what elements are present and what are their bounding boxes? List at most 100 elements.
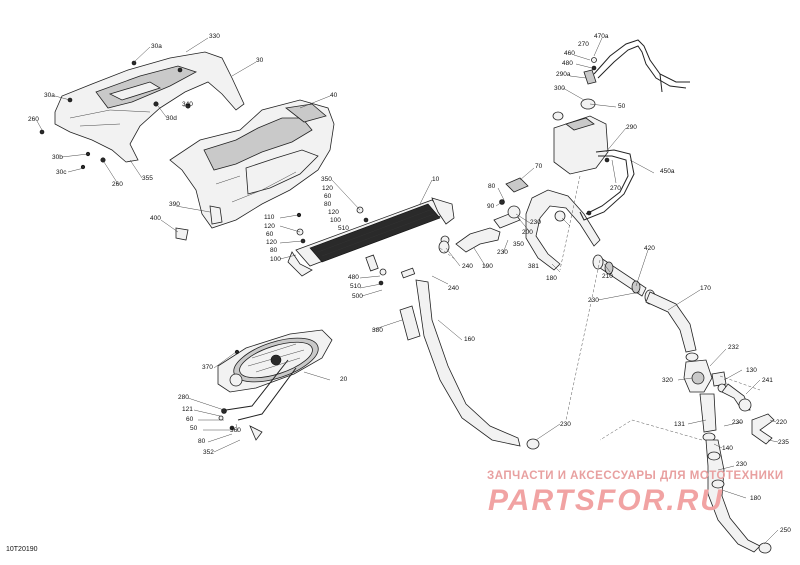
part-hose-160 — [415, 279, 540, 450]
callout: 270 — [610, 185, 621, 192]
callout: 170 — [700, 285, 711, 292]
callout: 120 — [266, 239, 277, 246]
callout: 330 — [209, 33, 220, 40]
callout: 30c — [56, 169, 67, 176]
callout: 290 — [626, 124, 637, 131]
callout: 300 — [554, 85, 565, 92]
watermark-logo: PARTSFOR.RU — [488, 484, 724, 517]
callout: 140 — [722, 445, 733, 452]
callout: 80 — [324, 201, 332, 208]
callout: 230 — [497, 249, 508, 256]
callout: 340 — [182, 101, 193, 108]
callout: 180 — [750, 495, 761, 502]
callout: 470a — [594, 33, 609, 40]
part-fan-shroud — [217, 329, 333, 441]
callout: 260 — [112, 181, 123, 188]
callout: 180 — [546, 275, 557, 282]
part-clips — [175, 205, 223, 241]
callout: 160 — [464, 336, 475, 343]
part-side-panel — [169, 99, 335, 229]
callout: 230 — [560, 421, 571, 428]
callout: 352 — [203, 449, 214, 456]
callout: 240 — [448, 285, 459, 292]
callout: 320 — [662, 377, 673, 384]
callout: 420 — [644, 245, 655, 252]
callout: 230 — [530, 219, 541, 226]
callout: 270 — [578, 41, 589, 48]
callout: 360 — [230, 427, 241, 434]
part-hose-190 — [438, 177, 529, 254]
callout: 260 — [28, 116, 39, 123]
callout: 235 — [778, 439, 789, 446]
callout: 30d — [166, 115, 177, 122]
part-bracket — [751, 413, 775, 445]
diagram-code: 10T20190 — [6, 546, 38, 553]
callout: 60 — [266, 231, 274, 238]
callout: 110 — [264, 214, 275, 221]
callout: 480 — [562, 60, 573, 67]
callout: 241 — [762, 377, 773, 384]
callout-labels: 30a 330 30 30a 260 340 30d 30b 30c 260 3… — [28, 33, 791, 534]
callout: 50 — [618, 103, 626, 110]
callout: 480 — [348, 274, 359, 281]
callout: 510 — [338, 225, 349, 232]
callout: 290a — [556, 71, 571, 78]
callout: 30a — [151, 43, 162, 50]
part-front-panel — [39, 51, 245, 170]
callout: 120 — [264, 223, 275, 230]
callout: 80 — [198, 438, 206, 445]
callout: 60 — [324, 193, 332, 200]
callout: 50 — [190, 425, 198, 432]
part-hose-180 — [525, 189, 601, 271]
guide-lines — [439, 175, 761, 441]
part-380 — [399, 305, 421, 341]
callout: 350 — [321, 176, 332, 183]
callout: 230 — [732, 419, 743, 426]
callout: 60 — [186, 416, 194, 423]
callout: 131 — [674, 421, 685, 428]
callout: 120 — [322, 185, 333, 192]
callout: 20 — [340, 376, 348, 383]
callout: 350 — [513, 241, 524, 248]
callout: 121 — [182, 406, 193, 413]
callout: 70 — [535, 163, 543, 170]
watermark-tagline: ЗАПЧАСТИ И АКСЕССУАРЫ ДЛЯ МОТОТЕХНИКИ — [487, 470, 784, 482]
callout: 100 — [330, 217, 341, 224]
callout: 460 — [564, 50, 575, 57]
callout: 500 — [352, 293, 363, 300]
callout: 130 — [746, 367, 757, 374]
part-lower-hose — [705, 439, 772, 554]
callout: 40 — [330, 92, 338, 99]
callout: 210 — [602, 273, 613, 280]
callout: 80 — [270, 247, 278, 254]
callout: 230 — [736, 461, 747, 468]
part-thermostat — [683, 359, 752, 442]
callout: 10 — [432, 176, 440, 183]
callout: 90 — [487, 203, 495, 210]
callout: 120 — [328, 209, 339, 216]
callout: 80 — [488, 183, 496, 190]
callout: 30b — [52, 154, 63, 161]
callout: 450a — [660, 168, 675, 175]
callout: 380 — [372, 327, 383, 334]
callout: 381 — [528, 263, 539, 270]
callout: 355 — [142, 175, 153, 182]
callout: 510 — [350, 283, 361, 290]
part-reservoir — [552, 39, 690, 221]
callout: 30a — [44, 92, 55, 99]
callout: 200 — [522, 229, 533, 236]
callout: 370 — [202, 364, 213, 371]
callout: 220 — [776, 419, 787, 426]
callout: 250 — [780, 527, 791, 534]
part-hose-170 — [645, 291, 699, 362]
callout: 240 — [462, 263, 473, 270]
callout: 400 — [150, 215, 161, 222]
callout: 280 — [178, 394, 189, 401]
callout: 100 — [270, 256, 281, 263]
callout: 232 — [728, 344, 739, 351]
callout: 390 — [169, 201, 180, 208]
part-radiator — [287, 197, 455, 286]
callout: 190 — [482, 263, 493, 270]
